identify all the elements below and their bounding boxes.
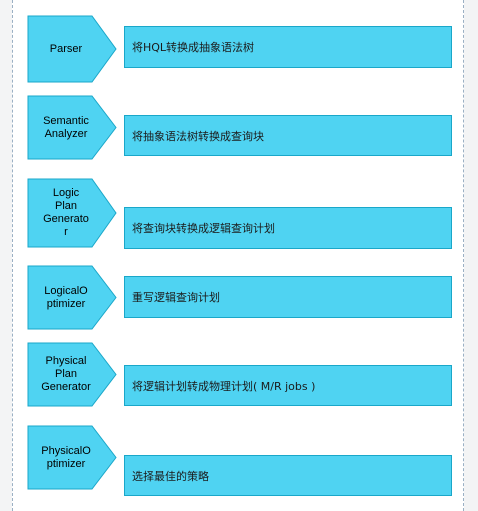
- step-description: 选择最佳的策略: [132, 469, 209, 483]
- step-description-box: 将查询块转换成逻辑查询计划: [124, 207, 452, 249]
- step-description-box: 将逻辑计划转成物理计划( M/R jobs ): [124, 365, 452, 406]
- step-pentagon: [27, 342, 117, 407]
- step-description-box: 将HQL转换成抽象语法树: [124, 26, 452, 68]
- step-pentagon: [27, 178, 117, 248]
- step-pentagon: [27, 95, 117, 160]
- step-description: 重写逻辑查询计划: [132, 291, 220, 304]
- step-description-box: 将抽象语法树转换成查询块: [124, 115, 452, 156]
- step-description-box: 重写逻辑查询计划: [124, 276, 452, 318]
- pentagon-layer: [27, 15, 117, 490]
- step-pentagon: [27, 265, 117, 330]
- step-description: 将抽象语法树转换成查询块: [132, 129, 264, 143]
- step-pentagon: [27, 15, 117, 83]
- step-pentagon: [27, 425, 117, 490]
- step-description: 将查询块转换成逻辑查询计划: [132, 222, 275, 235]
- step-description: 将HQL转换成抽象语法树: [132, 41, 255, 54]
- step-description-box: 选择最佳的策略: [124, 455, 452, 496]
- step-description: 将逻辑计划转成物理计划( M/R jobs ): [132, 379, 316, 393]
